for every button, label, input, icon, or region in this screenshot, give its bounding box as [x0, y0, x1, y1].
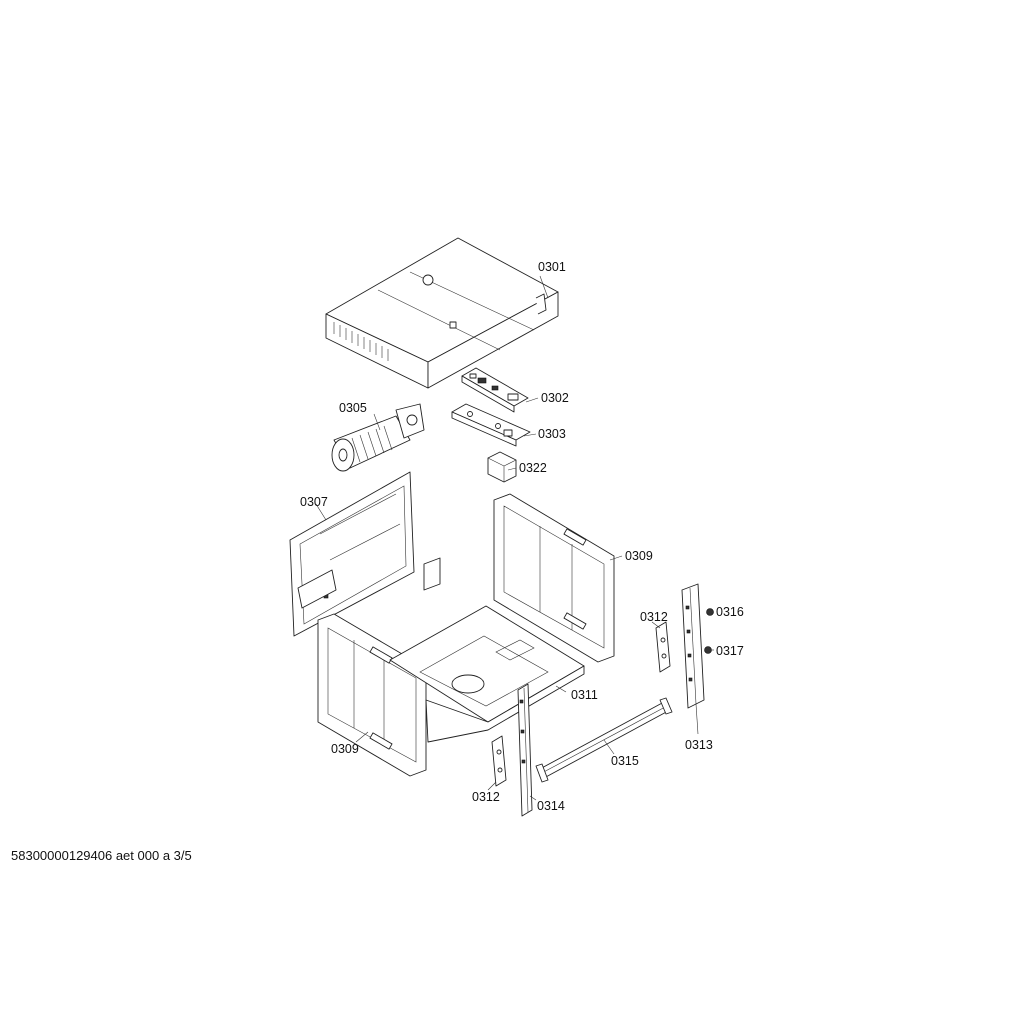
label-0302: 0302 — [541, 391, 569, 405]
part-0312-runner-clip-right — [655, 621, 671, 673]
label-0305: 0305 — [339, 401, 367, 415]
leader-lines — [315, 275, 714, 801]
part-0305-fan-motor — [331, 403, 425, 472]
document-id: 58300000129406 aet 000 a 3/5 — [11, 848, 192, 863]
part-0311-bottom-tray — [389, 605, 585, 743]
label-0311: 0311 — [571, 688, 598, 702]
part-0309-right-side-wall — [493, 493, 615, 663]
label-0301: 0301 — [538, 260, 566, 274]
label-0312-right: 0312 — [640, 610, 668, 624]
part-0317-fastener — [704, 646, 712, 654]
label-0303: 0303 — [538, 427, 566, 441]
part-0312-runner-clip-bottom — [491, 735, 507, 787]
label-0309-right: 0309 — [625, 549, 653, 563]
label-0317: 0317 — [716, 644, 744, 658]
part-0301-top-cover — [325, 237, 559, 389]
label-0314: 0314 — [537, 799, 565, 813]
label-0307: 0307 — [300, 495, 328, 509]
label-0316: 0316 — [716, 605, 744, 619]
label-0315: 0315 — [611, 754, 639, 768]
label-0312-bottom: 0312 — [472, 790, 500, 804]
label-0322: 0322 — [519, 461, 547, 475]
part-0302-control-board — [461, 367, 529, 413]
label-0309-left: 0309 — [331, 742, 359, 756]
part-0303-bracket — [451, 403, 531, 447]
part-0322-terminal-block — [487, 451, 517, 483]
part-0314-front-strip — [517, 683, 533, 817]
part-0307-back-panel — [289, 471, 441, 637]
part-0313-vertical-rail — [681, 583, 705, 709]
label-0313: 0313 — [685, 738, 713, 752]
